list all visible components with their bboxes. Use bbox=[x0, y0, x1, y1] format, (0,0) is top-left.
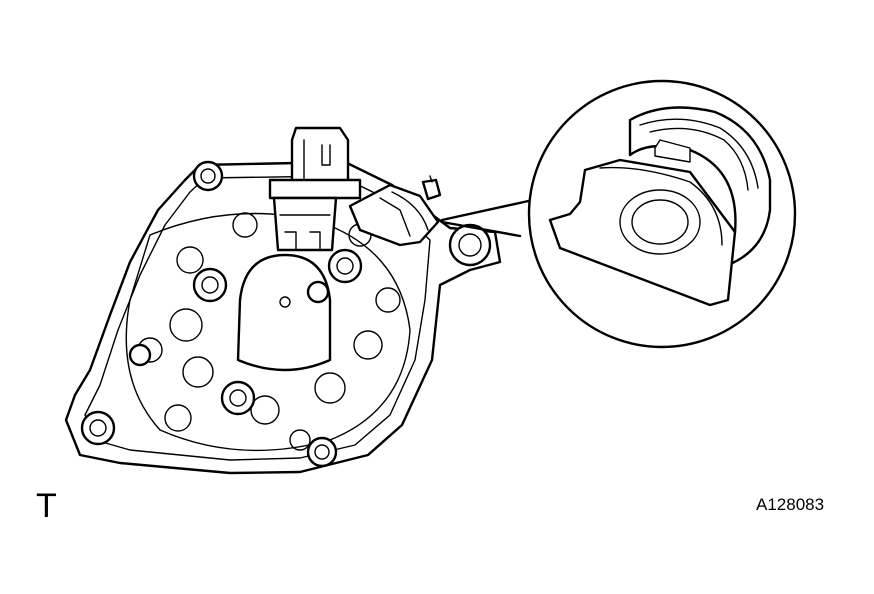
wire-connector bbox=[268, 126, 362, 252]
mounting-lug-left bbox=[80, 410, 116, 446]
figure-id: A128083 bbox=[756, 495, 825, 514]
brush-holder-cover bbox=[236, 253, 332, 372]
detail-view-circle bbox=[527, 79, 797, 349]
detail-leader bbox=[440, 198, 535, 238]
mounting-lug-right bbox=[448, 223, 492, 267]
corner-mark: T bbox=[36, 487, 57, 525]
terminal-nuts bbox=[128, 248, 363, 468]
terminal-insulator bbox=[348, 175, 442, 247]
mounting-lug-top bbox=[192, 160, 224, 192]
